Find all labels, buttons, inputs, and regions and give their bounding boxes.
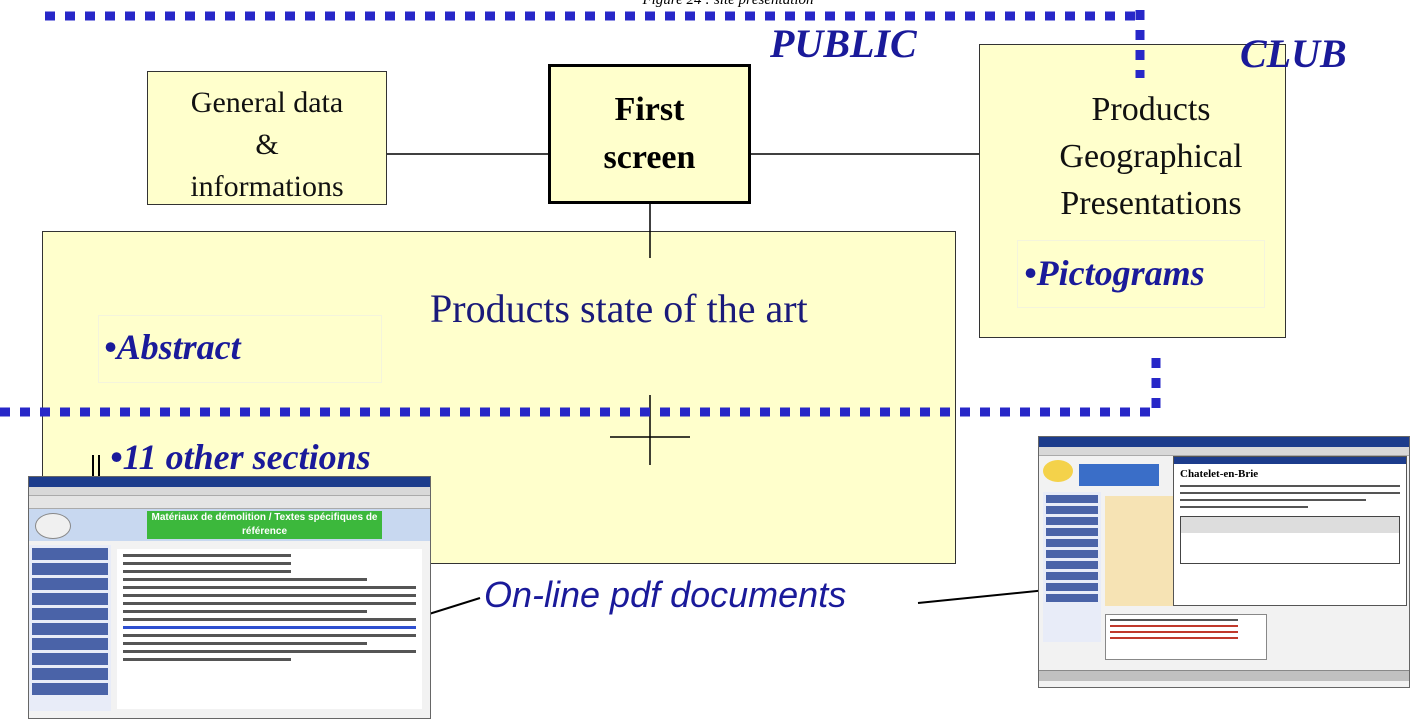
nav-item <box>32 638 108 650</box>
nav-item <box>1046 572 1098 580</box>
text-line <box>123 562 291 565</box>
nav-item <box>1046 517 1098 525</box>
general-data-box <box>147 71 387 205</box>
text-line <box>123 642 367 645</box>
first-screen-box <box>548 64 751 204</box>
nav-item <box>32 563 108 575</box>
right-page-sidenav <box>1043 492 1101 642</box>
text-line <box>1110 637 1238 639</box>
products-line-2: Geographical <box>1059 138 1243 175</box>
left-page-header: Matériaux de démolition / Textes spécifi… <box>29 509 430 541</box>
left-page-logo <box>35 513 71 539</box>
text-line <box>123 594 416 597</box>
general-line-1: General data <box>190 86 344 119</box>
nav-item <box>1046 528 1098 536</box>
nav-item <box>1046 550 1098 558</box>
text-line <box>123 626 416 629</box>
text-line <box>123 554 291 557</box>
text-line <box>1110 619 1238 621</box>
right-page-body: Chatelet-en-Brie <box>1039 456 1409 681</box>
text-line <box>123 610 367 613</box>
abstract-bullet: •Abstract <box>104 327 241 367</box>
products-line-1: Products <box>1091 91 1211 128</box>
text-line <box>1180 492 1400 494</box>
text-line <box>1110 631 1238 633</box>
left-page-screenshot: Matériaux de démolition / Textes spécifi… <box>28 476 431 719</box>
nav-item <box>32 653 108 665</box>
text-line <box>1180 506 1308 508</box>
nav-item <box>1046 495 1098 503</box>
text-line <box>123 578 367 581</box>
pictograms-subbox <box>1017 240 1265 308</box>
popup-titlebar <box>1174 457 1406 464</box>
nav-item <box>32 593 108 605</box>
right-page-logo <box>1043 460 1073 482</box>
nav-item <box>32 578 108 590</box>
other-sections-bullet: •11 other sections <box>110 437 371 477</box>
general-data-text: General data & informations <box>147 82 387 208</box>
nav-item <box>32 548 108 560</box>
text-line <box>123 650 416 653</box>
nav-item <box>32 623 108 635</box>
text-line <box>123 618 416 621</box>
right-window-titlebar <box>1039 437 1409 447</box>
products-line-3: Presentations <box>1060 185 1242 222</box>
left-window-menubar <box>29 487 430 496</box>
nav-item <box>1046 594 1098 602</box>
text-line <box>123 658 291 661</box>
right-window-menubar <box>1039 447 1409 456</box>
nav-item <box>32 668 108 680</box>
nav-item <box>1046 561 1098 569</box>
nav-item <box>32 608 108 620</box>
abstract-subbox <box>98 315 382 383</box>
nav-item <box>1046 506 1098 514</box>
left-page-content <box>117 549 422 709</box>
left-window-toolbar <box>29 496 430 509</box>
first-screen-line-2: screen <box>603 139 696 176</box>
text-line <box>123 586 416 589</box>
left-page-banner: Matériaux de démolition / Textes spécifi… <box>147 511 382 539</box>
nav-item <box>1046 583 1098 591</box>
text-line <box>123 634 416 637</box>
products-geographical-text: Products Geographical Presentations <box>1016 86 1286 227</box>
first-screen-line-1: First <box>614 91 685 128</box>
right-page-doc-table <box>1105 614 1267 660</box>
text-line <box>123 570 291 573</box>
text-line <box>1110 625 1238 627</box>
general-line-2: & <box>255 128 279 161</box>
pictograms-bullet: •Pictograms <box>1024 253 1205 293</box>
left-window-titlebar <box>29 477 430 487</box>
popup-table <box>1180 516 1400 564</box>
state-of-art-title: Products state of the art <box>430 286 808 331</box>
right-page-screenshot: Chatelet-en-Brie <box>1038 436 1410 688</box>
right-popup-window: Chatelet-en-Brie <box>1173 456 1407 606</box>
online-pdf-label: On-line pdf documents <box>484 574 847 615</box>
right-window-taskbar <box>1039 670 1409 681</box>
right-page-truck <box>1079 464 1159 486</box>
nav-item <box>1046 539 1098 547</box>
products-geographical-box <box>979 44 1286 338</box>
text-line <box>1180 485 1400 487</box>
text-line <box>123 602 416 605</box>
nav-item <box>32 683 108 695</box>
club-zone-label: CLUB <box>1240 31 1347 76</box>
text-line <box>1180 499 1366 501</box>
general-line-3: informations <box>190 170 344 203</box>
public-zone-label: PUBLIC <box>770 21 917 66</box>
left-page-sidenav <box>29 545 111 711</box>
popup-heading: Chatelet-en-Brie <box>1180 468 1259 480</box>
first-screen-text: First screen <box>548 86 751 182</box>
figure-caption: Figure 24 : site présentation <box>642 0 814 8</box>
left-page-body <box>29 541 430 711</box>
